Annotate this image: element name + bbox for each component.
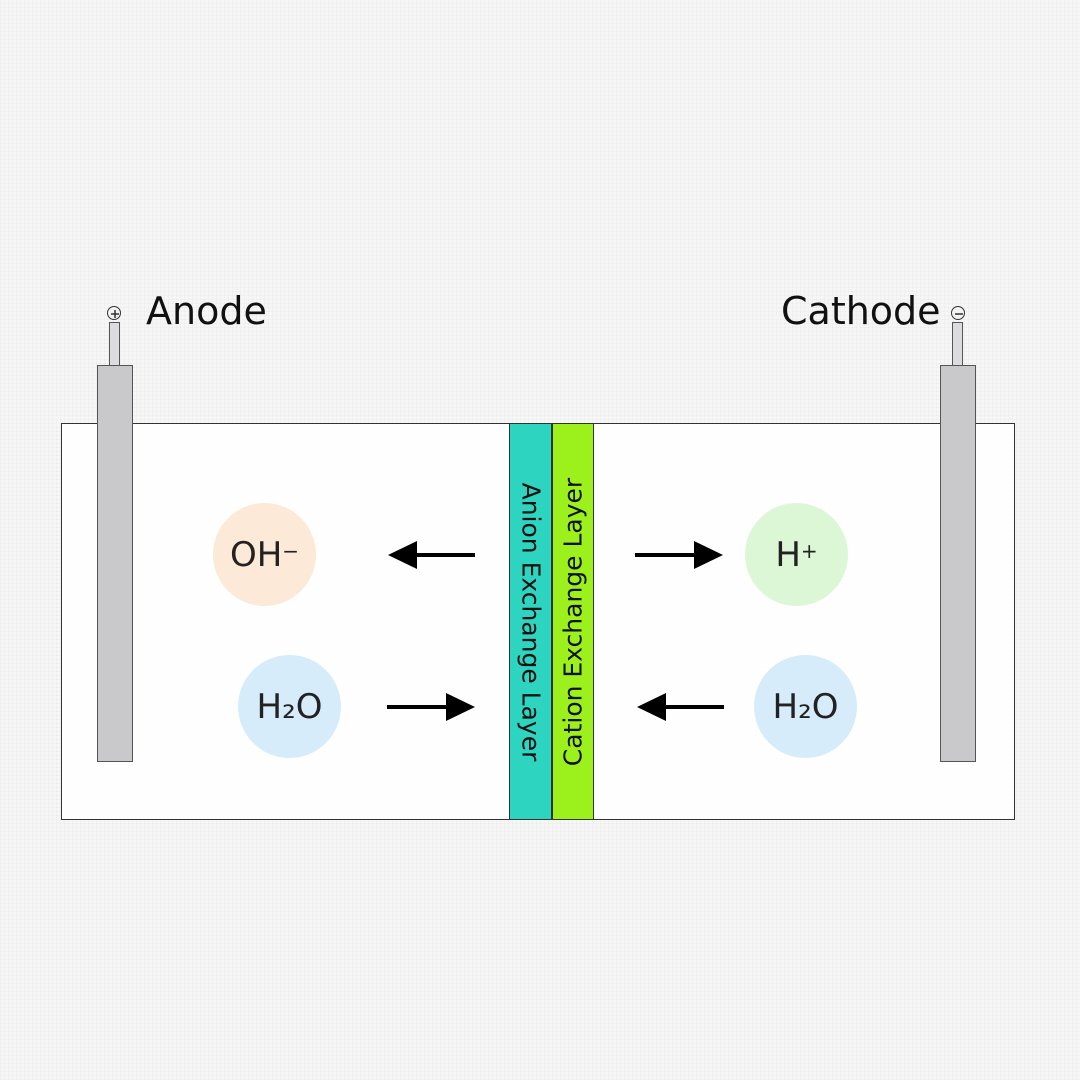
proton-ion: H+ (745, 503, 848, 606)
water-molecule-right: H₂O (754, 655, 857, 758)
cathode-rod (952, 322, 963, 366)
arrow-icon-proton-right (635, 541, 723, 569)
anode-electrode (97, 365, 133, 762)
cation-layer-label: Cation Exchange Layer (558, 477, 588, 766)
anode-rod (109, 322, 120, 366)
minus-terminal-icon (951, 306, 965, 320)
anion-layer-label: Anion Exchange Layer (516, 482, 545, 761)
hydroxide-base: OH (229, 534, 283, 575)
arrow-icon-water-left-right (387, 693, 475, 721)
cathode-label: Cathode (781, 289, 941, 333)
hydroxide-charge: − (282, 538, 300, 563)
hydroxide-ion: OH− (213, 503, 316, 606)
cation-exchange-layer: Cation Exchange Layer (552, 423, 594, 820)
arrow-icon-hydroxide-left (388, 541, 475, 569)
arrow-icon-water-right-left (637, 693, 724, 721)
anion-exchange-layer: Anion Exchange Layer (509, 423, 552, 820)
anode-label: Anode (146, 289, 267, 333)
plus-terminal-icon (107, 306, 121, 320)
water-molecule-left: H₂O (238, 655, 341, 758)
water-right-formula: H₂O (772, 686, 839, 727)
cathode-electrode (940, 365, 976, 762)
water-left-formula: H₂O (256, 686, 323, 727)
proton-base: H (775, 534, 801, 575)
proton-charge: + (800, 538, 818, 563)
